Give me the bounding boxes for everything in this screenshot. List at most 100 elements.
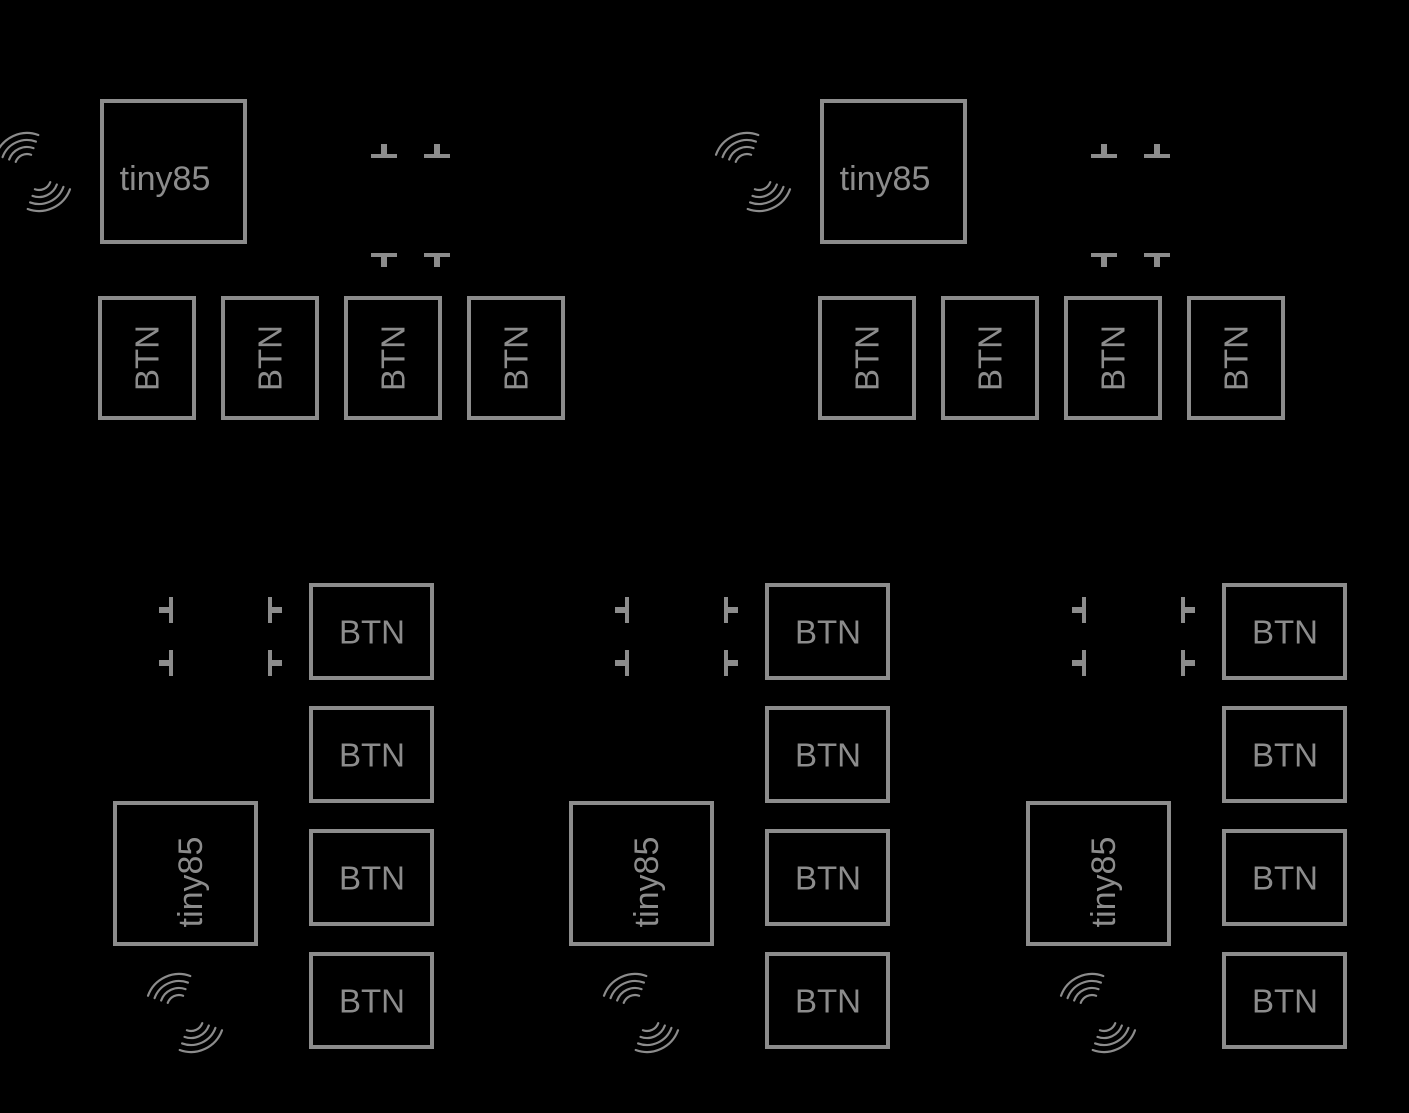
button: BTN [309, 829, 434, 926]
button-box [309, 829, 434, 926]
button: BTN [941, 296, 1039, 420]
tiny85-chip [569, 801, 714, 946]
button-box [309, 583, 434, 680]
wireless-signal-icon [146, 972, 224, 1054]
button-box [1222, 706, 1347, 803]
button-label: BTN [1252, 614, 1318, 651]
tiny85-chip [113, 801, 258, 946]
button-label: BTN [849, 325, 886, 391]
header-pin-icon [1091, 144, 1117, 158]
button-box [818, 296, 916, 420]
button-label: BTN [795, 983, 861, 1020]
button-box [765, 706, 890, 803]
tiny85-chip [100, 99, 247, 244]
header-pin-icon [371, 253, 397, 267]
wireless-signal-icon [0, 131, 72, 213]
button: BTN [765, 706, 890, 803]
button-label: BTN [375, 325, 412, 391]
tiny85-label: tiny85 [172, 837, 210, 928]
button-label: BTN [1095, 325, 1132, 391]
tiny85-chip [820, 99, 967, 244]
button-box [765, 583, 890, 680]
button-box [1064, 296, 1162, 420]
button-label: BTN [339, 860, 405, 897]
button: BTN [1064, 296, 1162, 420]
tiny85-label: tiny85 [628, 837, 666, 928]
button: BTN [1222, 952, 1347, 1049]
header-pin-icon [268, 650, 282, 676]
tiny85-label: tiny85 [120, 160, 211, 198]
button: BTN [98, 296, 196, 420]
button: BTN [344, 296, 442, 420]
button-box [309, 952, 434, 1049]
button-box [1187, 296, 1285, 420]
button-label: BTN [339, 737, 405, 774]
button-box [1222, 952, 1347, 1049]
button: BTN [1222, 583, 1347, 680]
header-pin-icon [424, 144, 450, 158]
button-label: BTN [129, 325, 166, 391]
button: BTN [309, 706, 434, 803]
button-box [309, 706, 434, 803]
header-pin-icon [371, 144, 397, 158]
button-box [467, 296, 565, 420]
header-pin-icon [1144, 144, 1170, 158]
button-label: BTN [972, 325, 1009, 391]
button-label: BTN [1252, 737, 1318, 774]
button: BTN [818, 296, 916, 420]
button-box [941, 296, 1039, 420]
button: BTN [467, 296, 565, 420]
button-box [1222, 829, 1347, 926]
button: BTN [309, 583, 434, 680]
button-label: BTN [339, 614, 405, 651]
button: BTN [309, 952, 434, 1049]
button-box [344, 296, 442, 420]
header-pin-icon [615, 650, 629, 676]
header-pin-icon [1072, 650, 1086, 676]
button-box [765, 829, 890, 926]
button-label: BTN [795, 614, 861, 651]
wireless-signal-icon [1059, 972, 1137, 1054]
header-pin-icon [724, 650, 738, 676]
button-box [1222, 583, 1347, 680]
button: BTN [1222, 829, 1347, 926]
header-pin-icon [1181, 650, 1195, 676]
button-box [221, 296, 319, 420]
header-pin-icon [1181, 597, 1195, 623]
button-label: BTN [339, 983, 405, 1020]
button-box [765, 952, 890, 1049]
header-pin-icon [1091, 253, 1117, 267]
button-label: BTN [1252, 983, 1318, 1020]
tiny85-chip [1026, 801, 1171, 946]
header-pin-icon [424, 253, 450, 267]
button: BTN [765, 829, 890, 926]
tiny85-label: tiny85 [1085, 837, 1123, 928]
button-label: BTN [795, 860, 861, 897]
header-pin-icon [724, 597, 738, 623]
header-pin-icon [268, 597, 282, 623]
header-pin-icon [1144, 253, 1170, 267]
button-label: BTN [1252, 860, 1318, 897]
button-label: BTN [795, 737, 861, 774]
button-label: BTN [1218, 325, 1255, 391]
button: BTN [1222, 706, 1347, 803]
button: BTN [1187, 296, 1285, 420]
button-label: BTN [252, 325, 289, 391]
button: BTN [221, 296, 319, 420]
wireless-signal-icon [714, 131, 792, 213]
wireless-signal-icon [602, 972, 680, 1054]
button: BTN [765, 952, 890, 1049]
header-pin-icon [615, 597, 629, 623]
button: BTN [765, 583, 890, 680]
header-pin-icon [1072, 597, 1086, 623]
button-box [98, 296, 196, 420]
button-label: BTN [498, 325, 535, 391]
tiny85-label: tiny85 [840, 160, 931, 198]
header-pin-icon [159, 597, 173, 623]
